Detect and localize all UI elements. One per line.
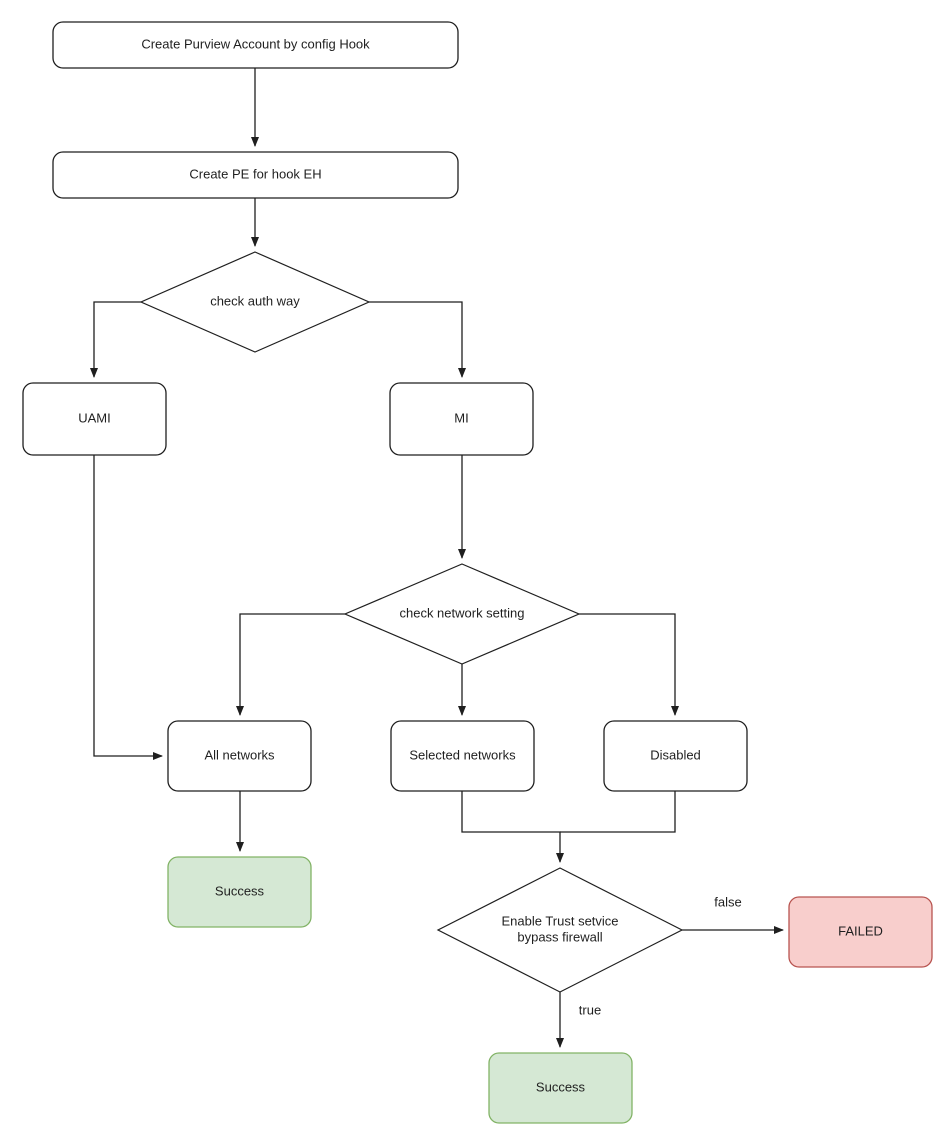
node-uami[interactable]: UAMI [22,382,167,456]
process-shape [22,382,167,456]
node-success-all-networks[interactable]: Success [167,856,312,928]
success-shape [488,1052,633,1124]
process-shape [390,720,535,792]
process-shape [52,21,459,69]
node-label: Create PE for hook EH [189,166,321,181]
process-shape [52,151,459,199]
node-check-network-setting[interactable]: check network setting [343,563,581,665]
process-shape [167,720,312,792]
nodes-layer: Create Purview Account by config HookCre… [22,21,933,1124]
node-label: check auth way [210,293,300,308]
node-create-pe-hook-eh[interactable]: Create PE for hook EH [52,151,459,199]
edge-path [579,613,679,716]
decision-shape [343,563,581,665]
edge-path [93,455,163,760]
node-label: Success [215,883,265,898]
node-mi[interactable]: MI [389,382,534,456]
node-label: check network setting [399,605,524,620]
process-shape [389,382,534,456]
node-selected-networks[interactable]: Selected networks [390,720,535,792]
edge-edge-auth-to-uami [90,301,141,378]
edges-layer: false true [90,68,784,1048]
edge-edge-selected-networks-to-trust [461,791,564,863]
edge-label: true [579,1002,601,1017]
node-label: MI [454,410,468,425]
edge-path [369,301,466,378]
node-failed[interactable]: FAILED [788,896,933,968]
edge-edge-auth-to-mi [369,301,466,378]
node-label: Success [536,1079,586,1094]
decision-shape [436,867,684,993]
node-label: All networks [204,747,275,762]
node-label: UAMI [78,410,111,425]
edge-edge-disabled-to-trust [560,791,676,833]
edge-path [560,791,676,833]
node-label: Disabled [650,747,701,762]
node-label: Create Purview Account by config Hook [141,36,370,51]
edge-edge-network-to-all-networks [236,613,345,716]
node-all-networks[interactable]: All networks [167,720,312,792]
edge-path [90,301,141,378]
decision-shape [139,251,371,353]
node-label: FAILED [838,923,883,938]
node-success-trust-service[interactable]: Success [488,1052,633,1124]
edge-path [461,791,564,863]
edge-edge-uami-to-all-networks [93,455,163,760]
edge-edge-network-to-disabled [579,613,679,716]
edge-label: false [714,894,741,909]
failed-shape [788,896,933,968]
edge-edge-trust-false-to-failed: false [682,894,784,934]
node-check-auth-way[interactable]: check auth way [139,251,371,353]
node-label: Enable Trust setvice [501,913,618,928]
process-shape [603,720,748,792]
node-label: Selected networks [409,747,516,762]
node-disabled[interactable]: Disabled [603,720,748,792]
node-label: bypass firewall [517,929,602,944]
edge-edge-trust-true-to-success: true [556,992,601,1048]
node-create-purview-account[interactable]: Create Purview Account by config Hook [52,21,459,69]
success-shape [167,856,312,928]
edge-path [236,613,345,716]
